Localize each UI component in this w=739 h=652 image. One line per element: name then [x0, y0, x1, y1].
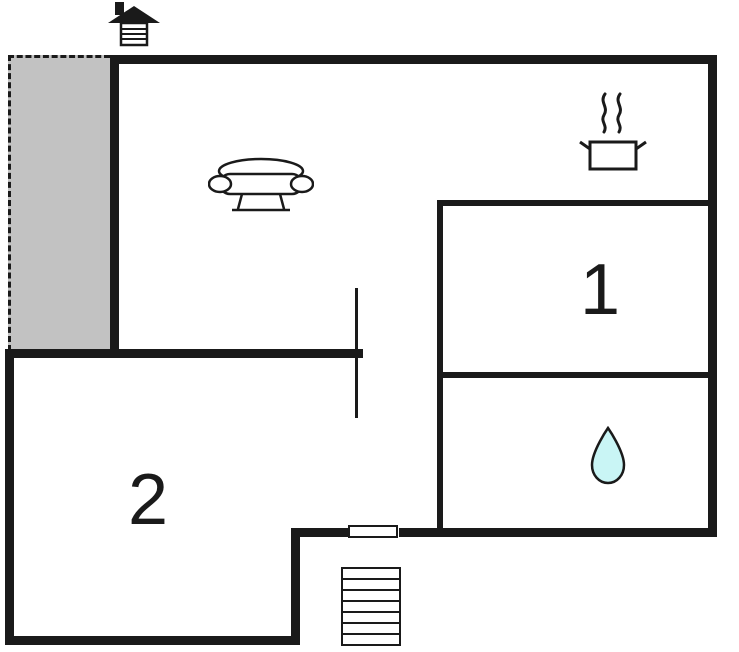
- wall-mid-horizontal: [5, 349, 363, 358]
- room-label-1: 1: [579, 250, 621, 330]
- room-label-2: 2: [127, 460, 169, 540]
- wall-right: [708, 55, 717, 537]
- stairs-icon: [341, 567, 401, 651]
- wall-top: [110, 55, 717, 64]
- wall-bathroom-top: [437, 372, 708, 378]
- door-leaf-line: [355, 288, 358, 418]
- cooking-pot-icon: [578, 92, 648, 179]
- wall-room2-right: [291, 528, 300, 645]
- wall-bottom-door-left: [291, 528, 348, 537]
- wall-left-upper: [110, 55, 119, 358]
- wall-bottom-right: [399, 528, 717, 537]
- wall-room2-left: [5, 349, 14, 645]
- door-opening: [348, 525, 398, 538]
- wall-bedroom-top: [437, 200, 708, 206]
- wall-bedroom-left: [437, 200, 443, 537]
- terrace-area: [8, 55, 110, 351]
- water-drop-icon: [589, 425, 627, 491]
- wall-room2-bottom: [5, 636, 300, 645]
- house-icon: [108, 2, 160, 52]
- sofa-icon: [207, 156, 315, 223]
- water-drop-shape: [590, 425, 626, 485]
